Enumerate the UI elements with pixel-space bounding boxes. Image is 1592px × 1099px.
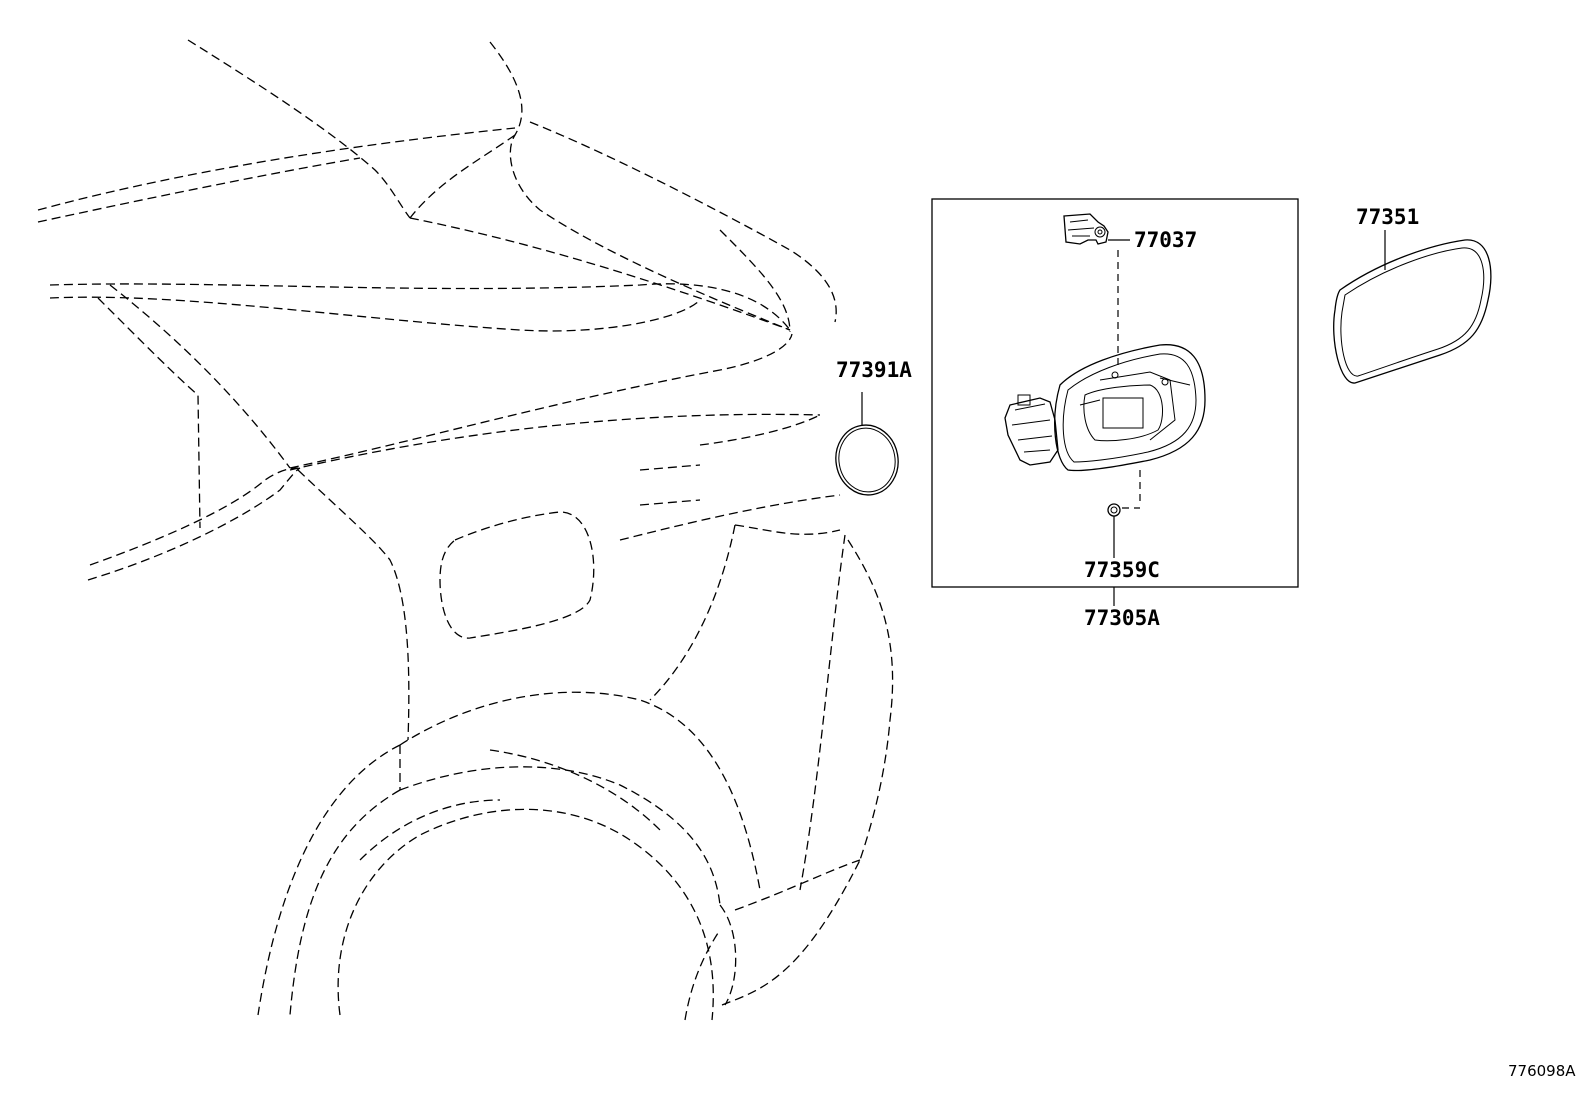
- part-label-77359C: 77359C: [1084, 558, 1160, 582]
- fuel-lid-gasket-ring: [835, 424, 899, 496]
- vehicle-rear-quarter-outline: [37, 39, 894, 1021]
- part-label-77351: 77351: [1356, 205, 1419, 229]
- fuel-lid-outer-panel-part: [1333, 239, 1492, 384]
- grommet-part: [1107, 503, 1121, 517]
- part-label-77391A: 77391A: [836, 358, 912, 382]
- fuel-lid-housing-part: [1004, 344, 1206, 472]
- figure-reference-code: 776098A: [1508, 1062, 1576, 1080]
- part-label-77037: 77037: [1134, 228, 1197, 252]
- fuel-lid-assembly-box: [931, 198, 1299, 588]
- lid-lock-actuator-part: [1063, 213, 1109, 245]
- part-label-77305A: 77305A: [1084, 606, 1160, 630]
